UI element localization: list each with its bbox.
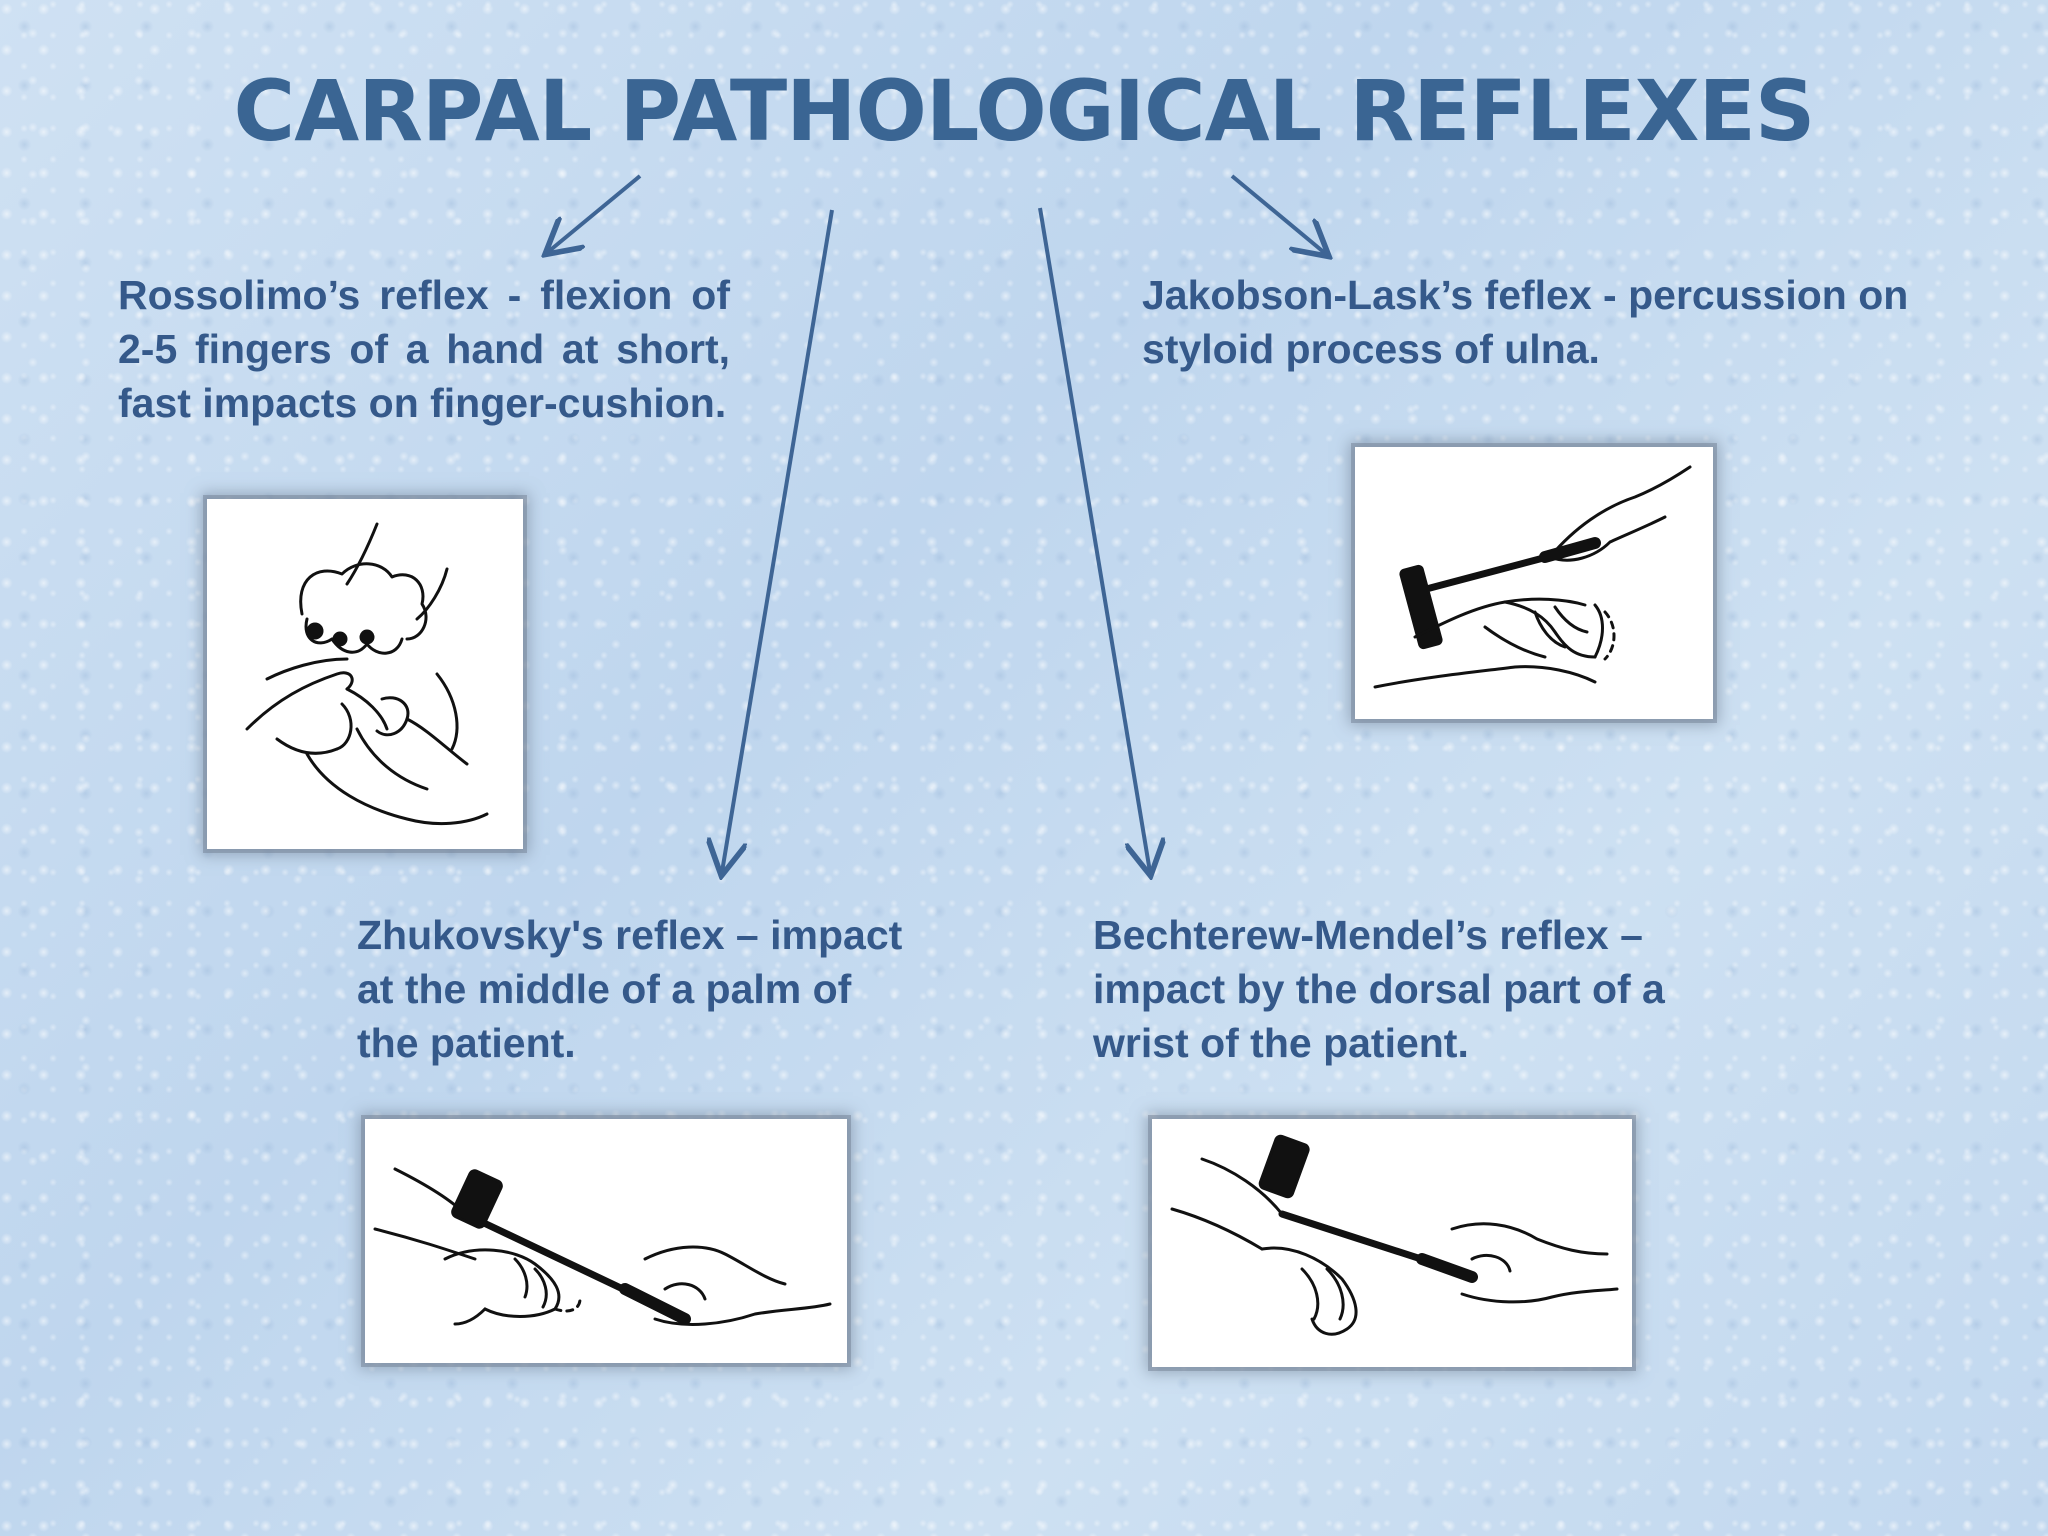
zhukovsky-reflex-text: Zhukovsky's reflex – impact at the middl… <box>357 912 903 1066</box>
jakobson-lask-reflex-illustration <box>1355 447 1713 719</box>
rossolimo-reflex-illustration <box>207 499 523 849</box>
jakobson-lask-reflex-text: Jakobson-Lask’s feflex - percussion on s… <box>1142 272 1909 372</box>
slide-title: CARPAL PATHOLOGICAL REFLEXES <box>233 62 1816 160</box>
zhukovsky-reflex-illustration <box>365 1119 847 1363</box>
bechterew-mendel-reflex-text: Bechterew-Mendel’s reflex – impact by th… <box>1093 912 1665 1066</box>
arrow-to-jakobson-lask <box>1230 174 1326 254</box>
arrow-to-zhukovsky <box>722 209 834 872</box>
arrow-to-rossolimo <box>548 174 642 252</box>
bechterew-mendel-reflex-illustration <box>1152 1119 1632 1367</box>
arrow-to-bechterew-mendel <box>1038 207 1150 872</box>
rossolimo-reflex-text: Rossolimo’s reflex - flexion of 2-5 fing… <box>118 272 730 426</box>
